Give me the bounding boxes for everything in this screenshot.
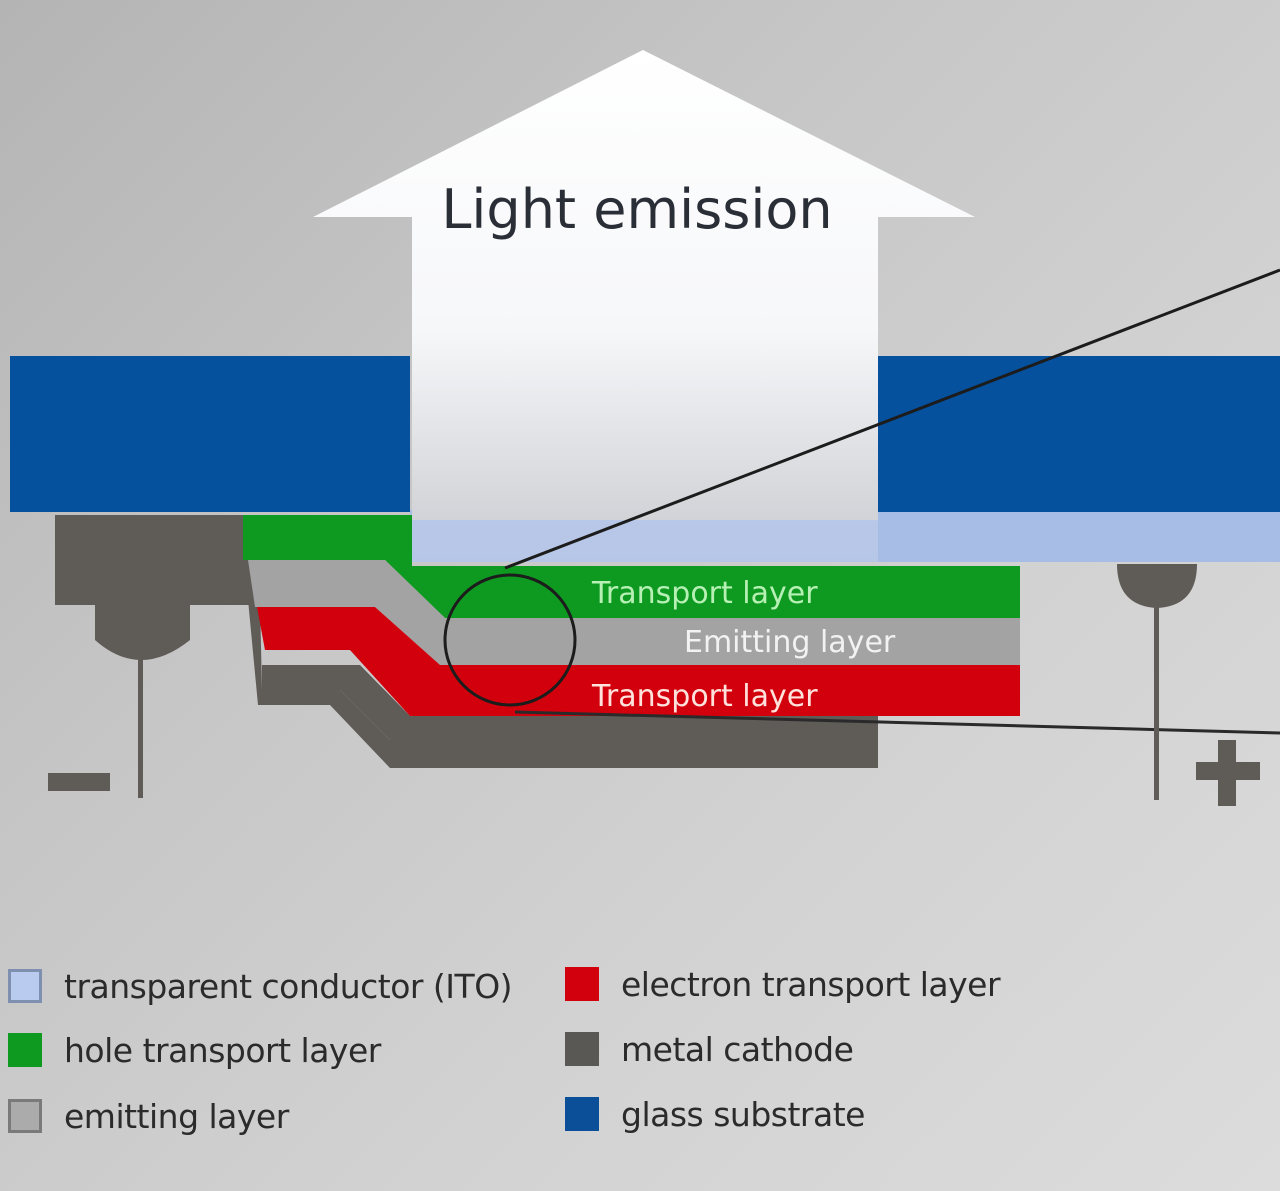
callout-line-top: [504, 268, 1280, 570]
metal-cathode-step: [240, 515, 878, 768]
negative-lead-line: [138, 620, 143, 798]
legend-item-glass-substrate: glass substrate: [565, 1092, 865, 1136]
glass-substrate-left: [10, 356, 410, 512]
light-emission-arrow: [313, 50, 975, 562]
legend-item-ito: transparent conductor (ITO): [8, 964, 513, 1008]
cathode-contact-left: [55, 515, 262, 660]
callout-line-bottom: [514, 710, 1280, 735]
negative-terminal-icon: [48, 773, 110, 791]
legend-item-electron-transport: electron transport layer: [565, 962, 1001, 1006]
glass-substrate-swatch-icon: [565, 1097, 599, 1131]
glass-substrate-right: [878, 356, 1280, 512]
electron-transport-swatch-icon: [565, 967, 599, 1001]
oled-structure-diagram: Light emission Transport layer Emitting …: [10, 50, 1280, 806]
light-emission-label: Light emission: [441, 178, 832, 241]
positive-terminal-icon: [1196, 740, 1260, 806]
transport-layer-bottom-label: Transport layer: [591, 679, 818, 714]
ito-under-arrow: [412, 520, 878, 562]
legend: transparent conductor (ITO) hole transpo…: [0, 960, 1280, 1160]
legend-item-metal-cathode: metal cathode: [565, 1027, 854, 1071]
legend-label: emitting layer: [64, 1096, 289, 1136]
electron-transport-layer: [257, 607, 1020, 716]
legend-label: hole transport layer: [64, 1030, 381, 1070]
anode-contact-right: [1117, 564, 1197, 608]
legend-label: metal cathode: [621, 1029, 854, 1069]
emitting-layer-label: Emitting layer: [684, 625, 896, 660]
zoom-circle: [443, 573, 577, 707]
emitting-layer: [248, 560, 1020, 665]
ito-swatch-icon: [8, 969, 42, 1003]
legend-label: electron transport layer: [621, 964, 1001, 1004]
legend-item-emitting: emitting layer: [8, 1094, 289, 1138]
emitting-swatch-icon: [8, 1099, 42, 1133]
metal-cathode-swatch-icon: [565, 1032, 599, 1066]
positive-lead-line: [1154, 600, 1159, 800]
legend-label: glass substrate: [621, 1094, 865, 1134]
hole-transport-swatch-icon: [8, 1033, 42, 1067]
hole-transport-layer: [243, 515, 1020, 618]
legend-item-hole-transport: hole transport layer: [8, 1028, 381, 1072]
legend-label: transparent conductor (ITO): [64, 966, 513, 1006]
transport-layer-top-label: Transport layer: [591, 576, 818, 611]
